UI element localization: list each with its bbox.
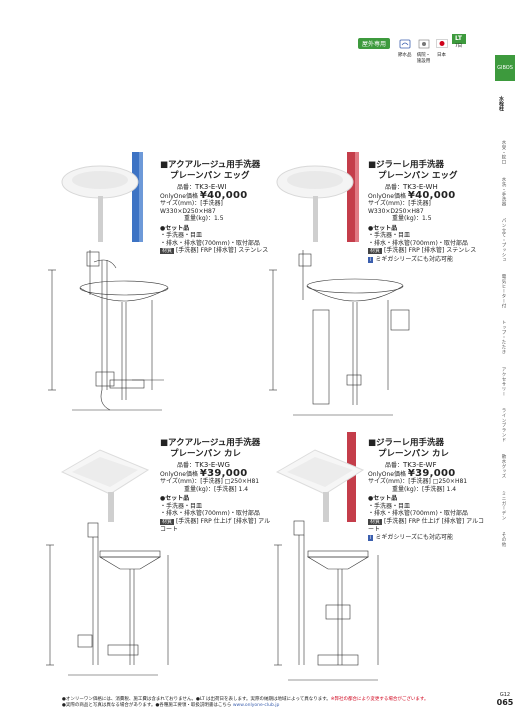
product-code: TK3-E-WG xyxy=(195,461,230,469)
page-code: G12 xyxy=(499,692,511,698)
product-name: ■アクアルージュ用手洗器 xyxy=(160,438,261,448)
product-spec-block: 品番：TK3-E-WG OnlyOne価格 ¥39,000 サイズ(mm)：[手… xyxy=(160,461,271,533)
side-nav-item[interactable]: 水受・蛇口 xyxy=(501,140,506,165)
technical-drawing-square-2 xyxy=(274,520,379,681)
product-photo-square-white xyxy=(60,432,150,522)
side-nav-item[interactable]: その他 xyxy=(501,532,506,547)
side-category-title: 水栓柱 xyxy=(498,96,504,111)
product-subname: プレーンパン エッグ xyxy=(170,171,250,181)
side-category-tab[interactable]: GIBOS xyxy=(495,55,515,81)
product-photo-egg-white xyxy=(60,152,148,242)
note-icon: i xyxy=(368,256,374,263)
note-icon: i xyxy=(368,534,374,541)
product-spec-block: 品番：TK3-E-WI OnlyOne価格 ¥40,000 サイズ(mm)：[手… xyxy=(160,183,269,254)
product-price: ¥39,000 xyxy=(407,467,456,479)
product-name: ■ジラーレ用手洗器 xyxy=(368,438,445,448)
side-nav-item[interactable]: パン立て・プッシュ xyxy=(501,217,506,263)
clean-icon: 節水品 xyxy=(398,34,412,64)
page-number: 065 xyxy=(496,698,514,707)
side-nav: 水受・蛇口 水洗・手洗器 パン立て・プッシュ 電気ヒーター付 トップ・たたき ア… xyxy=(500,140,506,547)
lt-icon: LT 7日 xyxy=(451,34,466,64)
side-nav-item[interactable]: 水洗・手洗器 xyxy=(501,176,506,206)
technical-drawing-egg-1 xyxy=(48,250,169,411)
side-nav-item[interactable]: 散水グッズ xyxy=(501,454,506,479)
side-nav-item[interactable]: ミニガーデン xyxy=(501,490,506,521)
product-price: ¥40,000 xyxy=(199,189,248,201)
product-price: ¥40,000 xyxy=(407,189,456,201)
product-photo-square-red xyxy=(275,432,365,522)
product-name: ■ジラーレ用手洗器 xyxy=(368,160,445,170)
outdoor-only-badge: 屋外専用 xyxy=(358,38,391,49)
product-subname: プレーンパン カレ xyxy=(170,449,241,459)
japan-flag-icon: 日本 xyxy=(435,34,448,64)
side-nav-item[interactable]: アクセサリー xyxy=(501,366,506,397)
footer-link[interactable]: www.onlyone-club.jp xyxy=(232,702,280,708)
technical-drawing-square-1 xyxy=(46,522,169,676)
footer-notes: ●オンリーワン価格には、消費税、施工費は含まれておりません。●LT は出荷日を表… xyxy=(62,697,429,708)
product-spec-block: 品番：TK3-E-WH OnlyOne価格 ¥40,000 サイズ(mm)：[手… xyxy=(368,183,477,263)
product-price: ¥39,000 xyxy=(199,467,248,479)
product-code: TK3-E-WH xyxy=(403,183,438,191)
product-subname: プレーンパン エッグ xyxy=(378,171,458,181)
product-photo-egg-red xyxy=(275,152,365,242)
product-subname: プレーンパン カレ xyxy=(378,449,449,459)
product-code: TK3-E-WI xyxy=(195,183,227,191)
side-nav-item[interactable]: 電気ヒーター付 xyxy=(501,274,506,309)
side-nav-item[interactable]: トップ・たたき xyxy=(501,320,506,355)
side-nav-item[interactable]: ラインブランド xyxy=(501,408,506,443)
page-number-block: G12 065 xyxy=(494,692,516,707)
product-spec-block: 品番：TK3-E-WF OnlyOne価格 ¥39,000 サイズ(mm)：[手… xyxy=(368,461,484,541)
product-code: TK3-E-WF xyxy=(403,461,437,469)
technical-drawing-egg-2 xyxy=(269,250,410,416)
header-icon-row: 節水品 病院・施設用 日本 LT 7日 xyxy=(398,34,466,64)
product-name: ■アクアルージュ用手洗器 xyxy=(160,160,261,170)
warm-icon: 病院・施設用 xyxy=(416,34,432,64)
